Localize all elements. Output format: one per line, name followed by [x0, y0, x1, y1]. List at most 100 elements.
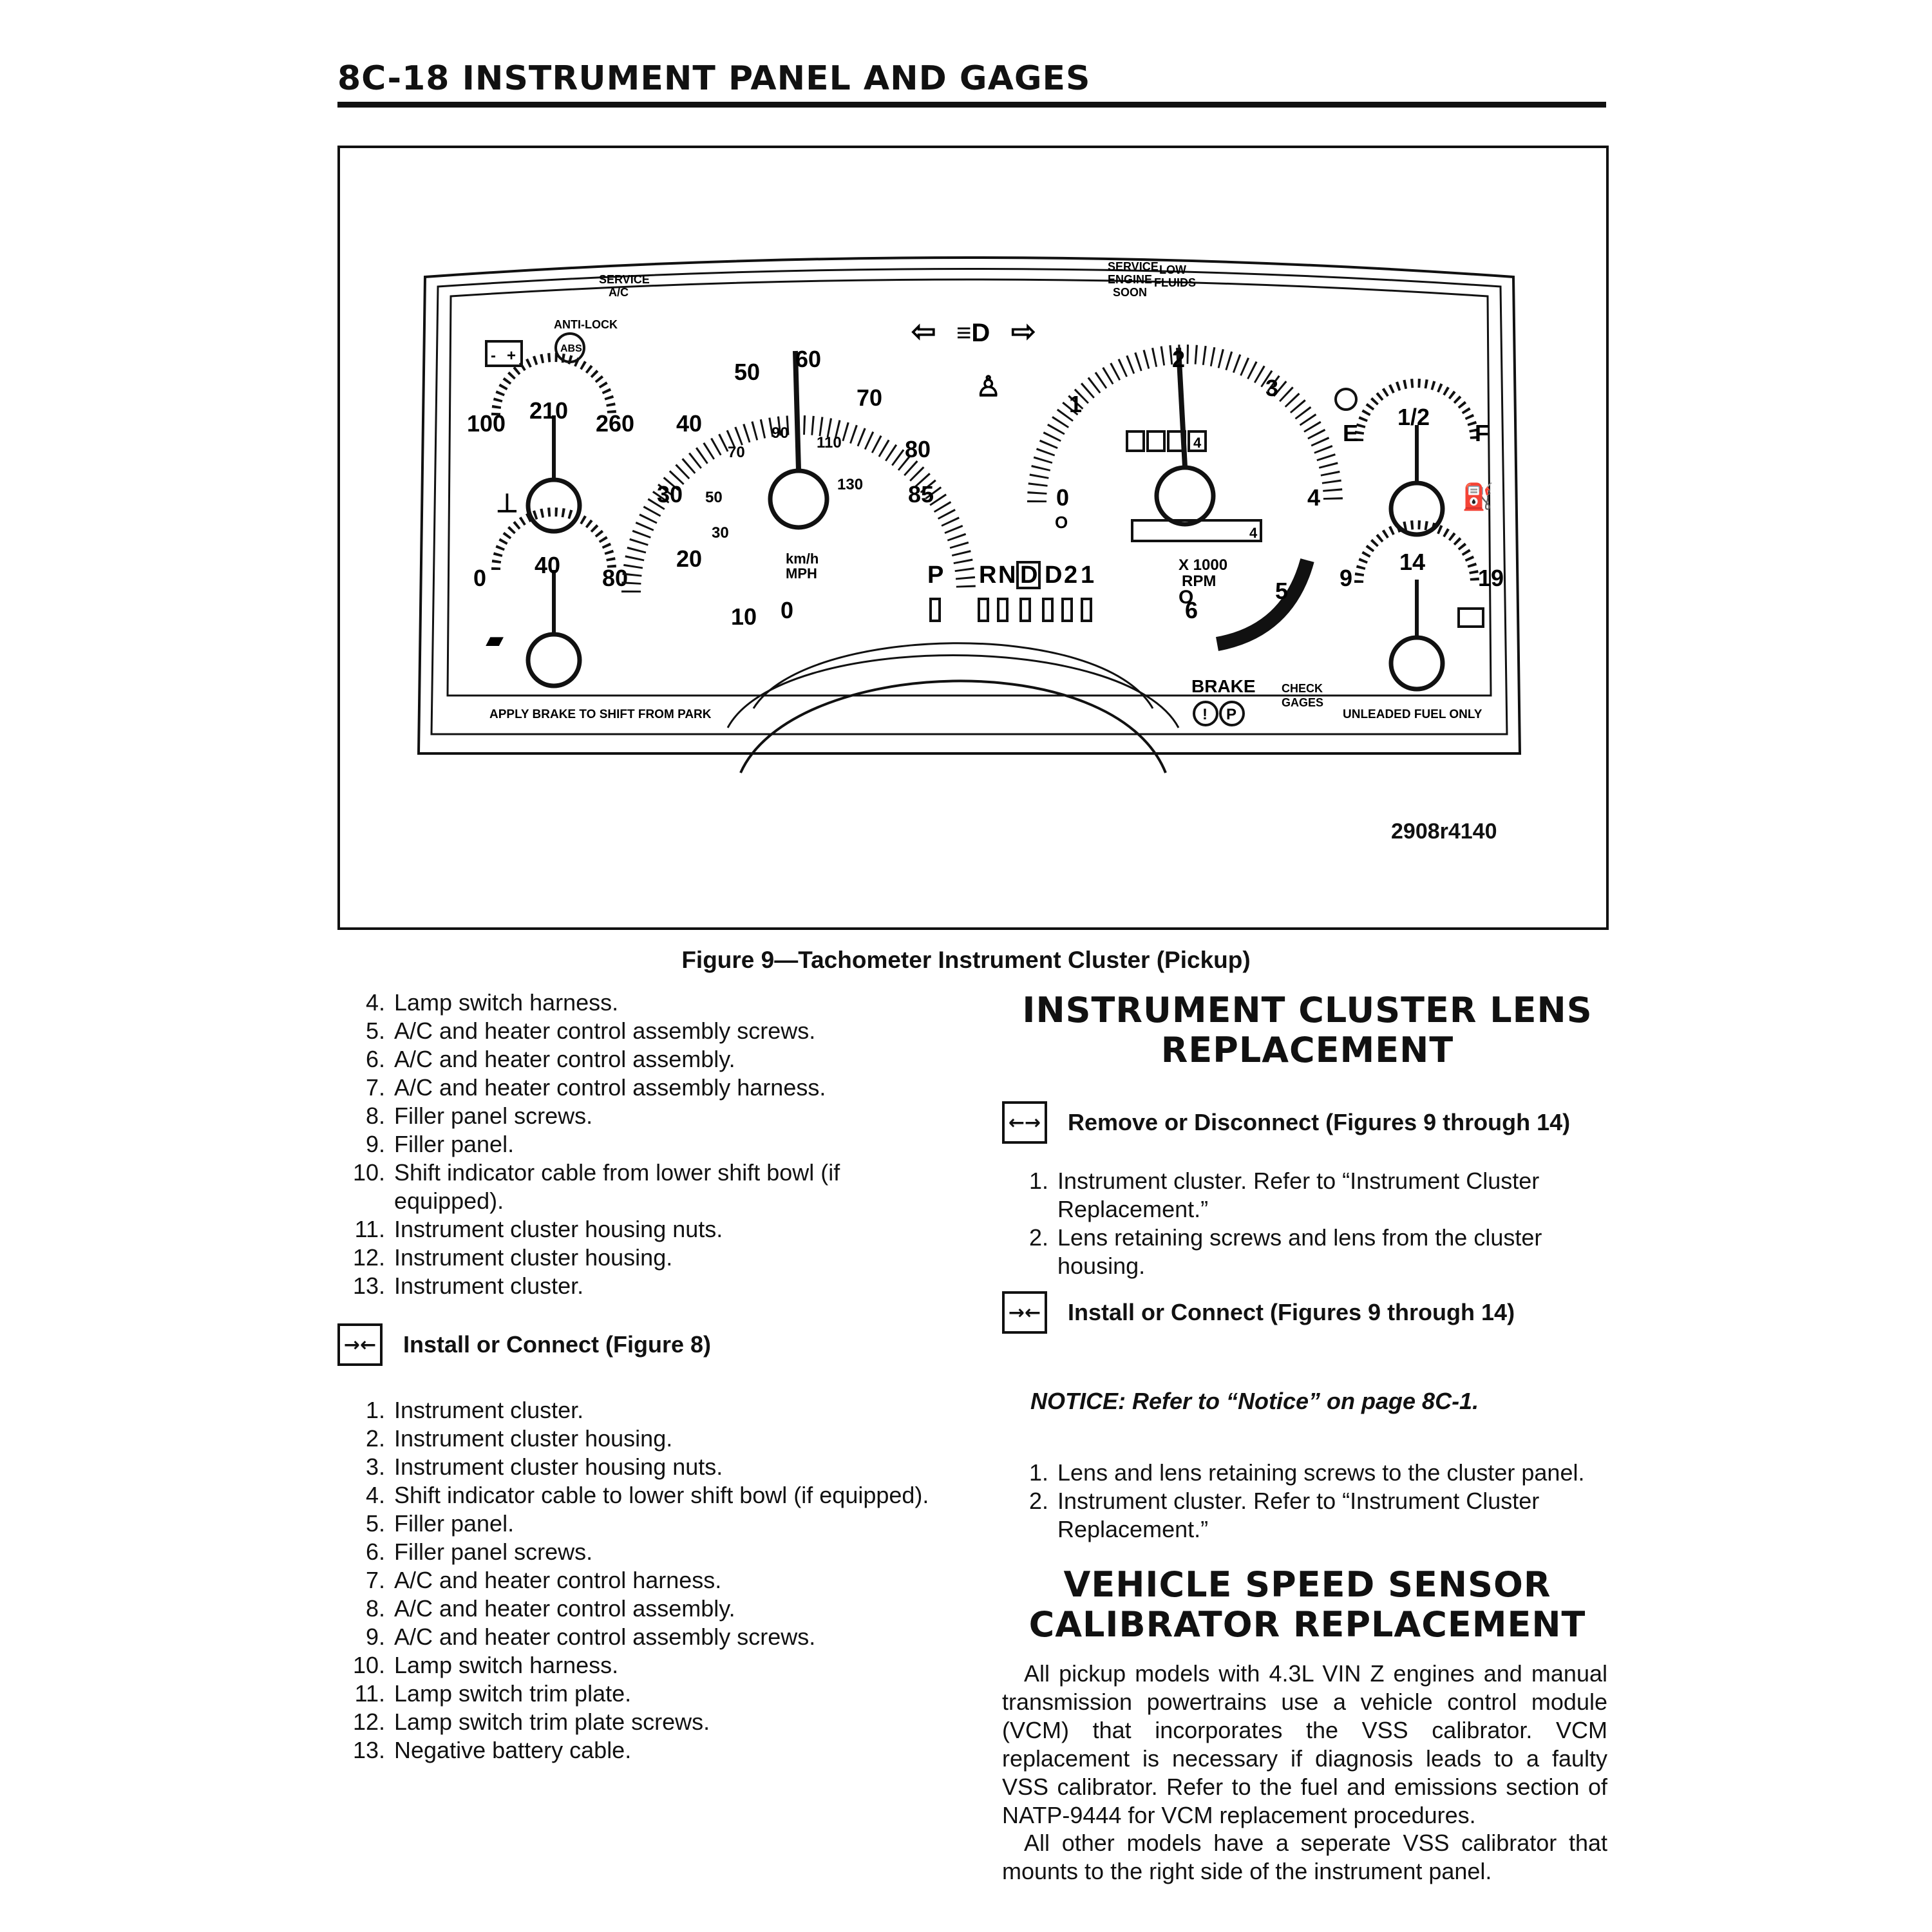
anti-lock-label: ANTI-LOCK: [554, 318, 618, 331]
svg-text:3: 3: [1265, 375, 1278, 401]
remove-disconnect-icon: ←→: [1002, 1101, 1047, 1144]
svg-text:50: 50: [734, 359, 760, 385]
list-item: 13.Negative battery cable.: [348, 1736, 940, 1765]
list-item-number: 5.: [365, 1510, 385, 1537]
list-item: 4.Lamp switch harness.: [348, 989, 940, 1017]
svg-text:19: 19: [1478, 565, 1504, 591]
list-item: 2.Instrument cluster. Refer to “Instrume…: [1011, 1487, 1610, 1544]
coolant-icon: ⊥: [496, 489, 518, 518]
prndl-d: D: [1045, 562, 1062, 589]
install-heading-right: →← Install or Connect (Figures 9 through…: [1002, 1291, 1515, 1334]
svg-text:10: 10: [731, 603, 757, 630]
battery-icon: [485, 340, 523, 367]
svg-text:85: 85: [908, 481, 934, 507]
list-item: 10.Lamp switch harness.: [348, 1651, 940, 1680]
list-item-number: 6.: [365, 1539, 385, 1565]
temperature-gauge: 100 210 260 ⊥: [467, 353, 634, 534]
vss-paragraph-2: All other models have a seperate VSS cal…: [1002, 1830, 1607, 1884]
prndl-p: P: [927, 562, 943, 589]
temp-scale-high: 260: [596, 410, 634, 437]
svg-text:-: -: [491, 347, 496, 365]
oil-can-icon: ▰: [486, 628, 504, 652]
list-item-text: Lens retaining screws and lens from the …: [1057, 1224, 1542, 1279]
install-heading-left: →← Install or Connect (Figure 8): [337, 1323, 711, 1366]
list-item: 11.Lamp switch trim plate.: [348, 1680, 940, 1708]
svg-text:O: O: [1179, 587, 1193, 608]
list-item-text: Shift indicator cable to lower shift bow…: [394, 1482, 929, 1508]
list-item: 9. Filler panel.: [348, 1130, 940, 1159]
oil-scale-low: 0: [473, 565, 486, 591]
list-item-number: 12.: [352, 1709, 385, 1735]
svg-text:X 1000: X 1000: [1179, 556, 1227, 574]
list-item-number: 9.: [365, 1624, 385, 1650]
check-gages-1: CHECK: [1282, 682, 1323, 695]
list-item-text: Shift indicator cable from lower shift b…: [394, 1159, 840, 1214]
list-item: 5.A/C and heater control assembly screws…: [348, 1017, 940, 1045]
fuel-pump-icon: ⛽: [1462, 482, 1494, 511]
service-ac-label-2: A/C: [609, 286, 629, 299]
list-item-text: Filler panel.: [394, 1510, 515, 1537]
list-item-text: A/C and heater control harness.: [394, 1567, 722, 1593]
svg-text:4: 4: [1249, 525, 1258, 541]
list-item-text: Filler panel.: [394, 1131, 515, 1157]
svg-text:1: 1: [1069, 391, 1082, 417]
svg-text:110: 110: [817, 434, 842, 451]
vss-section-title: VEHICLE SPEED SENSOR CALIBRATOR REPLACEM…: [1028, 1564, 1586, 1645]
tachometer: 0 1 2 3 4 5 6 X 1000 RPM O 4 4 O: [1027, 345, 1343, 651]
speedometer: 10 20 30 40 50 60 70 80 85 30 50 70 90 1…: [621, 346, 976, 630]
notice-text: NOTICE: Refer to “Notice” on page 8C-1.: [1030, 1388, 1479, 1414]
page-header: 8C-18 INSTRUMENT PANEL AND GAGES: [337, 59, 1606, 108]
list-item: 2.Lens retaining screws and lens from th…: [1011, 1224, 1610, 1280]
svg-text:60: 60: [795, 346, 821, 372]
svg-text:4: 4: [1307, 484, 1320, 511]
list-item: 1.Instrument cluster. Refer to “Instrume…: [1011, 1167, 1610, 1224]
list-item: 9.A/C and heater control assembly screws…: [348, 1623, 940, 1651]
service-ac-label-1: SERVICE: [599, 273, 650, 286]
list-item: 8.Filler panel screws.: [348, 1102, 940, 1130]
prndl-2: 2: [1064, 562, 1077, 589]
install-connect-icon: →←: [337, 1323, 383, 1366]
oil-scale-mid: 40: [535, 552, 560, 578]
list-item-text: Instrument cluster housing.: [394, 1244, 673, 1271]
list-item-number: 9.: [365, 1131, 385, 1157]
list-item-number: 8.: [365, 1103, 385, 1129]
list-item: 7.A/C and heater control assembly harnes…: [348, 1074, 940, 1102]
lens-install-steps: 1.Lens and lens retaining screws to the …: [1011, 1459, 1610, 1544]
svg-text:50: 50: [705, 489, 723, 506]
list-item: 5. Filler panel.: [348, 1510, 940, 1538]
list-item-text: Lamp switch harness.: [394, 989, 619, 1016]
voltmeter-gauge: 9 14 19: [1340, 520, 1504, 692]
apply-brake-label: APPLY BRAKE TO SHIFT FROM PARK: [489, 708, 712, 721]
list-item-text: Lamp switch trim plate screws.: [394, 1709, 710, 1735]
svg-text:30: 30: [657, 481, 683, 507]
list-item-text: Instrument cluster.: [394, 1397, 584, 1423]
list-item: 6.A/C and heater control assembly.: [348, 1045, 940, 1074]
list-item: 7.A/C and heater control harness.: [348, 1566, 940, 1595]
figure-frame: [337, 146, 1609, 930]
list-item: 13.Instrument cluster.: [348, 1272, 940, 1300]
list-item: 6. Filler panel screws.: [348, 1538, 940, 1566]
list-item: 12. Instrument cluster housing.: [348, 1244, 940, 1272]
list-item-text: Filler panel screws.: [394, 1539, 593, 1565]
check-gages-2: GAGES: [1282, 696, 1323, 709]
list-item-number: 12.: [352, 1244, 385, 1271]
list-item: 12. Lamp switch trim plate screws.: [348, 1708, 940, 1736]
list-item-number: 2.: [365, 1425, 385, 1452]
svg-text:km/h: km/h: [786, 551, 819, 567]
list-item-number: 8.: [365, 1595, 385, 1622]
list-item-number: 10.: [352, 1159, 385, 1186]
list-item: 11.Instrument cluster housing nuts.: [348, 1215, 940, 1244]
figure-caption: Figure 9—Tachometer Instrument Cluster (…: [681, 947, 1251, 973]
list-item: 4.Shift indicator cable to lower shift b…: [348, 1481, 940, 1510]
svg-text:O: O: [1055, 513, 1068, 532]
remove-heading-text: Remove or Disconnect (Figures 9 through …: [1068, 1109, 1571, 1135]
svg-text:30: 30: [712, 524, 729, 542]
svg-text:F: F: [1475, 420, 1489, 446]
prndl-r: R: [979, 562, 996, 589]
service-engine-soon-1: SERVICE: [1108, 260, 1159, 273]
install-connect-icon-right: →←: [1002, 1291, 1047, 1334]
service-engine-soon-3: SOON: [1113, 286, 1147, 299]
list-item: 3.Instrument cluster housing nuts.: [348, 1453, 940, 1481]
svg-text:6: 6: [1185, 597, 1198, 623]
temp-scale-mid: 210: [529, 397, 568, 424]
